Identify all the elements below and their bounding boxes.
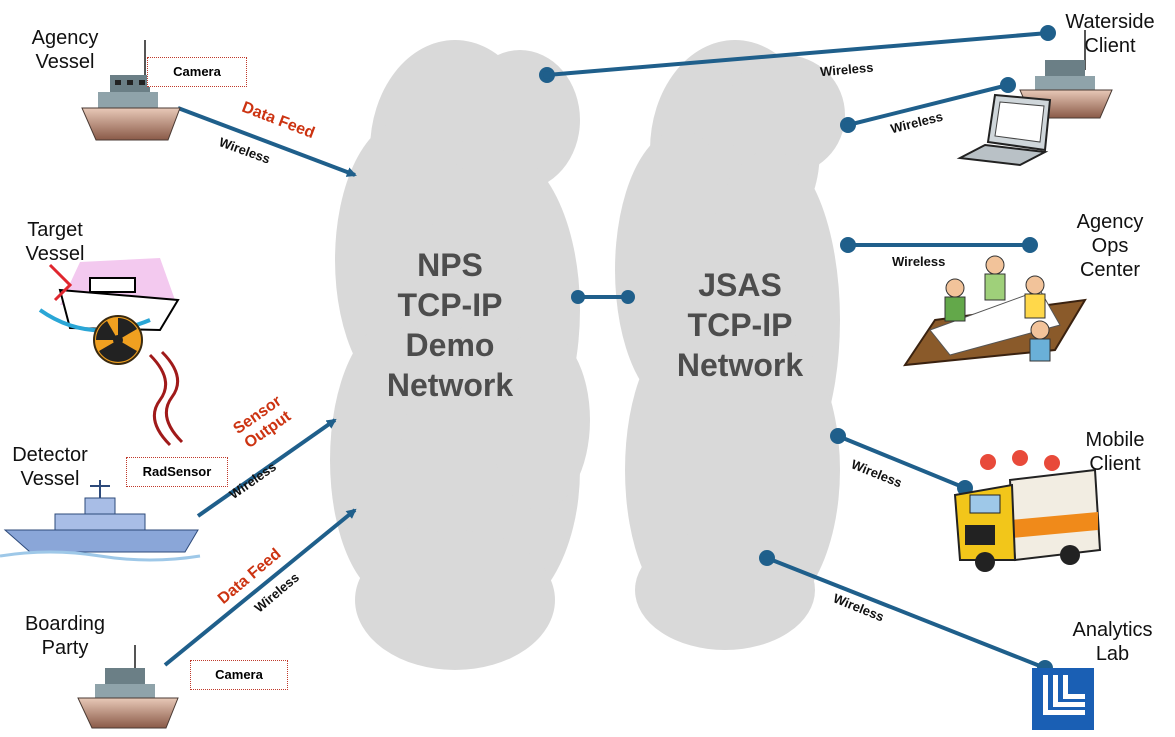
radsensor-box: RadSensor (126, 457, 228, 487)
nps-line-3: Demo (405, 327, 495, 363)
agency-vessel-line-1: Agency (31, 27, 99, 49)
detector-vessel-label: Detector Vessel (0, 443, 100, 491)
mobile-client-line-2: Client (1089, 453, 1141, 475)
target-vessel-line-2: Vessel (25, 243, 85, 265)
agency-ops-center-line-2: Ops (1091, 235, 1129, 257)
boarding-party-line-2: Party (41, 637, 89, 659)
nps-line-2: TCP-IP (397, 287, 503, 323)
boarding-party-label: Boarding Party (10, 612, 120, 660)
ops-center-wireless-label: Wireless (892, 254, 946, 269)
nps-line-1: NPS (417, 247, 483, 283)
analytics-lab-label: Analytics Lab (1055, 618, 1170, 666)
analytics-lab-logo-icon (1032, 668, 1094, 730)
waterside-client-line-2: Client (1084, 35, 1136, 57)
radiation-wave-icon (148, 350, 184, 447)
agency-ops-center-line-1: Agency (1076, 211, 1144, 233)
laptop-icon (956, 93, 1052, 167)
mobile-client-label: Mobile Client (1065, 428, 1165, 476)
jsas-line-1: JSAS (698, 267, 782, 303)
waterside-client-line-1: Waterside (1065, 11, 1155, 33)
boarding-party-line-1: Boarding (24, 613, 106, 635)
agency-ops-center-label: Agency Ops Center (1060, 210, 1160, 282)
agency-vessel-line-2: Vessel (35, 51, 95, 73)
target-vessel-line-1: Target (27, 219, 83, 241)
agency-ops-center-line-3: Center (1079, 259, 1141, 281)
camera-box-bottom: Camera (190, 660, 288, 690)
nps-line-4: Network (386, 367, 514, 403)
radiation-icon (93, 315, 143, 365)
jsas-wireless-links (539, 25, 1056, 676)
waterside-client-label: Waterside Client (1055, 10, 1165, 58)
analytics-lab-line-2: Lab (1095, 643, 1130, 665)
detector-feed-arrow (196, 418, 337, 518)
jsas-network-label: JSAS TCP-IP Network (660, 265, 820, 385)
agency-vessel-icon (81, 40, 181, 141)
target-vessel-icon (38, 258, 180, 333)
agency-vessel-label: Agency Vessel (10, 26, 120, 74)
target-vessel-label: Target Vessel (10, 218, 100, 266)
detector-vessel-line-2: Vessel (20, 468, 80, 490)
camera-box-top: Camera (147, 57, 247, 87)
jsas-line-2: TCP-IP (687, 307, 793, 343)
analytics-lab-line-1: Analytics (1072, 619, 1153, 641)
boarding-feed-arrow (163, 508, 357, 667)
mobile-truck-icon (953, 450, 1102, 572)
mobile-client-line-1: Mobile (1085, 429, 1145, 451)
ops-center-icon (902, 255, 1087, 367)
inter-network-link (571, 290, 635, 304)
nps-network-label: NPS TCP-IP Demo Network (370, 245, 530, 405)
detector-vessel-icon (0, 480, 201, 562)
agency-feed-arrow (177, 106, 357, 177)
detector-vessel-line-1: Detector (12, 444, 88, 466)
jsas-network-cloud (615, 40, 845, 650)
jsas-line-3: Network (676, 347, 804, 383)
nps-network-cloud (330, 40, 590, 670)
boarding-party-vessel-icon (77, 645, 179, 729)
